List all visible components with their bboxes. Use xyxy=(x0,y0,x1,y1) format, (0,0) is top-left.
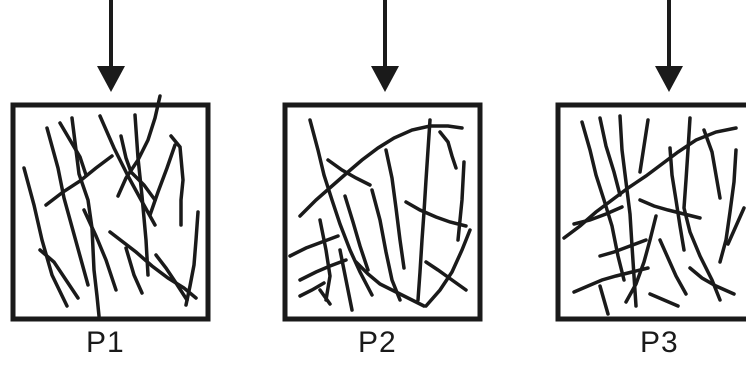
down-arrow-icon xyxy=(97,0,125,92)
panel-p1 xyxy=(10,0,211,322)
panel-p2 xyxy=(282,0,483,322)
panel-label-p2: P2 xyxy=(358,326,397,359)
panel-label-p3: P3 xyxy=(640,326,679,359)
fiber-network-p1 xyxy=(22,94,200,318)
down-arrow-icon xyxy=(371,0,399,92)
specimen-box-p3 xyxy=(555,102,746,322)
fiber-network-p2 xyxy=(288,118,472,312)
down-arrow-icon xyxy=(655,0,683,92)
panel-label-p1: P1 xyxy=(86,326,125,359)
fiber-network-p3 xyxy=(562,114,746,316)
specimen-box-p1 xyxy=(10,102,211,322)
panel-p3 xyxy=(555,0,746,322)
specimen-box-p2 xyxy=(282,102,483,322)
